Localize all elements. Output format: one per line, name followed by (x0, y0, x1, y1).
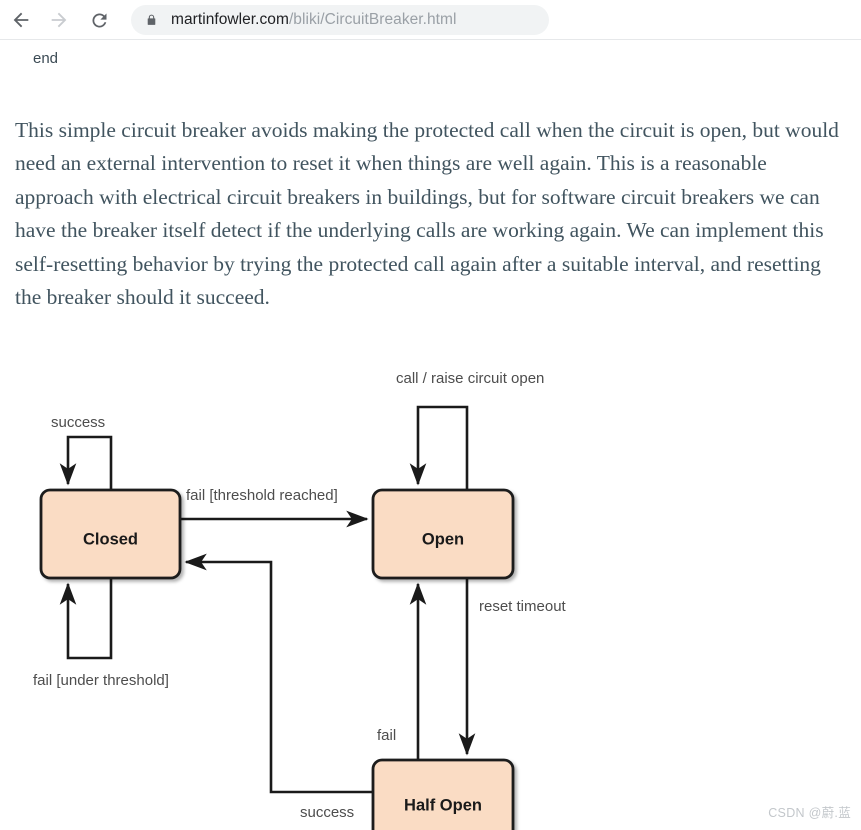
edge-success-self-closed (59, 435, 113, 490)
state-label-half-open: Half Open (404, 796, 482, 814)
reload-button[interactable] (85, 6, 113, 34)
edge-success-halfopen-closed (184, 553, 373, 794)
code-block-tail: end (33, 50, 59, 67)
reload-icon (89, 10, 110, 31)
state-node-closed[interactable]: Closed (39, 488, 182, 580)
back-arrow-icon (10, 9, 32, 31)
edge-label-success: success (300, 804, 354, 821)
back-button[interactable] (7, 6, 35, 34)
edge-fail-under-threshold (59, 578, 113, 660)
edge-label-success-self: success (51, 414, 105, 431)
edge-label-fail: fail (377, 727, 396, 744)
url-domain: martinfowler.com (171, 11, 289, 28)
csdn-watermark: CSDN @蔚.蓝 (768, 806, 851, 820)
state-node-half-open[interactable]: Half Open (371, 758, 515, 830)
edge-label-reset-timeout: reset timeout (479, 598, 567, 615)
edge-label-fail-threshold-reached: fail [threshold reached] (186, 487, 338, 504)
url-text: martinfowler.com/bliki/CircuitBreaker.ht… (171, 11, 457, 29)
url-path: /bliki/CircuitBreaker.html (288, 11, 457, 28)
circuit-breaker-state-diagram: Closed Open Half Open success fail [unde… (0, 310, 861, 830)
intro-paragraph: This simple circuit breaker avoids makin… (15, 117, 839, 310)
address-bar[interactable]: martinfowler.com/bliki/CircuitBreaker.ht… (131, 5, 549, 35)
lock-icon (145, 13, 158, 28)
toolbar-divider (0, 39, 861, 40)
edge-label-fail-under-threshold: fail [under threshold] (33, 672, 169, 689)
browser-toolbar: martinfowler.com/bliki/CircuitBreaker.ht… (0, 0, 861, 40)
page-content: end This simple circuit breaker avoids m… (0, 40, 861, 830)
state-label-closed: Closed (83, 530, 138, 548)
state-node-open[interactable]: Open (371, 488, 515, 580)
state-label-open: Open (422, 530, 464, 548)
forward-button (45, 6, 73, 34)
edge-label-call-raise-circuit-open: call / raise circuit open (396, 370, 544, 387)
forward-arrow-icon (48, 9, 70, 31)
